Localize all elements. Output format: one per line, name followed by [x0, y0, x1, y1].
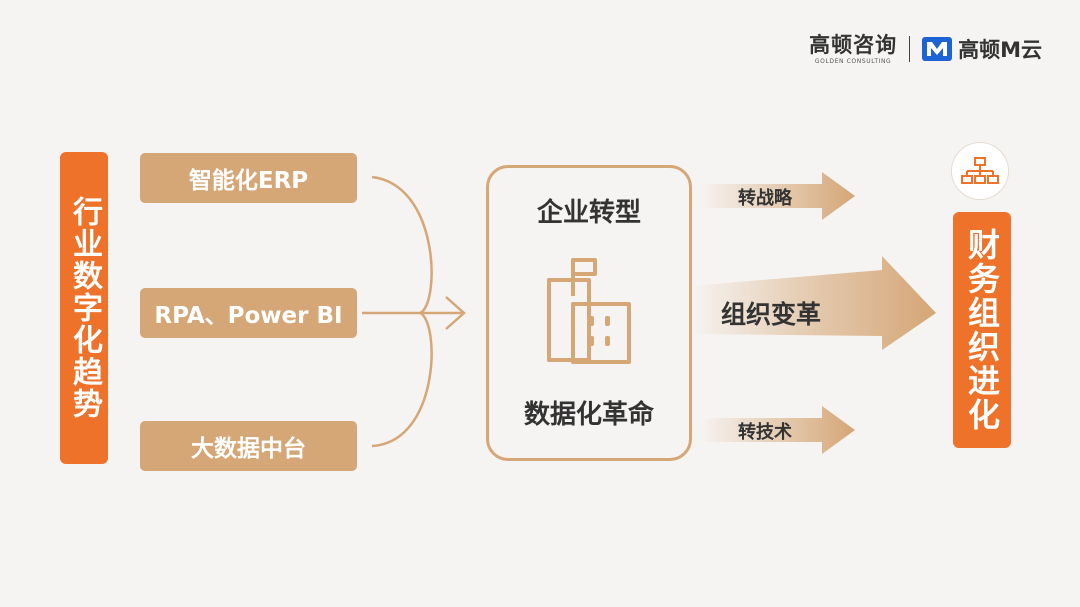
brand-name: 高顿咨询: [809, 33, 898, 57]
bracket-curve: [371, 175, 433, 448]
left-trend-label: 行业数字化趋势: [67, 196, 102, 420]
connector-arrowhead: [445, 296, 466, 330]
right-finance-label: 财务组织进化: [963, 228, 1001, 432]
input-pill-erp: 智能化ERP: [140, 153, 357, 203]
left-trend-bar: 行业数字化趋势: [60, 152, 108, 464]
brand-cloud: 高顿M云: [958, 38, 1042, 62]
center-subtitle: 数据化革命: [523, 400, 654, 430]
center-title: 企业转型: [536, 198, 641, 228]
arrow-top: [700, 172, 855, 220]
input-pill-label: RPA、Power BI: [154, 303, 343, 329]
brand-separator: [909, 36, 911, 62]
right-finance-bar: 财务组织进化: [953, 212, 1011, 448]
input-pill-rpa: RPA、Power BI: [140, 288, 357, 338]
m-logo-icon: [922, 37, 953, 61]
brand-header: 高顿咨询 GOLDEN CONSULTING 高顿M云: [809, 30, 1042, 68]
arrow-bottom: [700, 406, 855, 454]
output-label-strategy: 转战略: [738, 188, 792, 209]
input-pill-label: 智能化ERP: [188, 168, 309, 194]
building-icon: [547, 258, 631, 364]
input-pill-bigdata: 大数据中台: [140, 421, 357, 471]
brand-name-en: GOLDEN CONSULTING: [814, 58, 892, 65]
input-pill-label: 大数据中台: [191, 436, 306, 462]
center-transformation-box: [486, 165, 692, 461]
org-chart-icon: [961, 157, 999, 184]
output-label-org-change: 组织变革: [721, 300, 822, 329]
org-chart-badge: [951, 142, 1009, 200]
brand-name-block: 高顿咨询 GOLDEN CONSULTING: [809, 33, 897, 65]
output-label-technology: 转技术: [738, 422, 792, 443]
arrow-middle: [690, 256, 936, 350]
